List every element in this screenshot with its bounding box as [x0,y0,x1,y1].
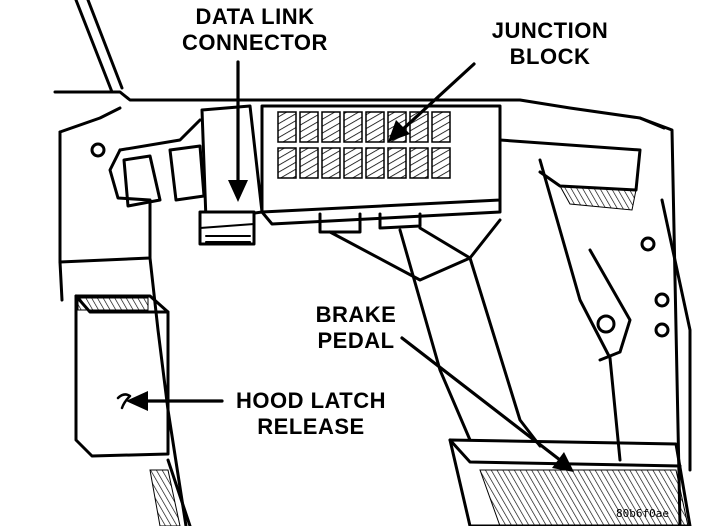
junction-arrowhead [388,120,410,142]
dash-lower-edge [58,106,122,134]
door-edge-line [74,0,114,94]
steering-column [328,218,502,282]
label-line: BLOCK [509,44,591,69]
label-line: PEDAL [317,328,395,353]
label-line: DATA LINK [195,4,315,29]
label-line: BRAKE [315,302,397,327]
junction-block-label: JUNCTION BLOCK [480,20,620,68]
label-line: JUNCTION [491,18,609,43]
pedal-bracket [498,138,642,192]
floor-line [166,458,192,528]
junction-leader [400,62,476,132]
data-link-connector-label: DATA LINK CONNECTOR [170,6,340,54]
pivot-bolt [596,314,616,334]
figure-code: 80b6f0ae [616,507,669,520]
brake-pedal-label: BRAKE PEDAL [306,304,406,352]
trim-screw [90,142,106,158]
hood-latch-release-label: HOOD LATCH RELEASE [226,390,396,438]
hood-latch-handle [74,294,170,458]
hood-arrowhead [126,391,148,411]
kick-panel-edge [148,256,188,528]
dlc-arrowhead [228,180,248,202]
brake-arrowhead [552,452,574,472]
brake-leader [400,336,562,462]
door-edge-line-2 [86,0,124,90]
dash-shading [559,185,637,211]
fuse-rows [277,111,451,179]
label-line: CONNECTOR [182,30,328,55]
label-line: HOOD LATCH [235,388,387,413]
pedal-arm [418,226,542,448]
label-line: RELEASE [257,414,365,439]
hood-latch-shading [77,297,149,311]
dlc-bracket [200,104,264,222]
